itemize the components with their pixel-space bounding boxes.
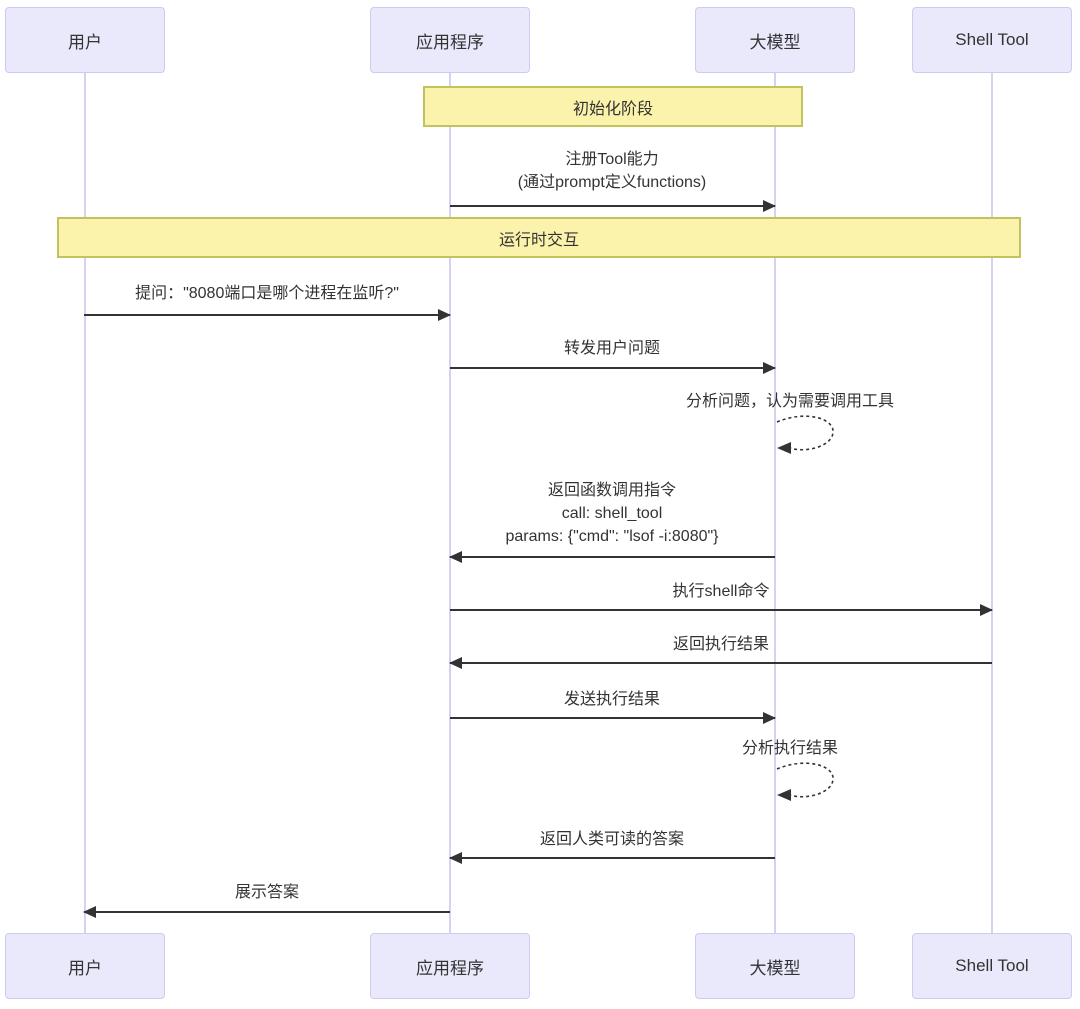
message-arrow bbox=[449, 852, 775, 864]
message-arrow bbox=[450, 362, 776, 374]
actor-llm-top: 大模型 bbox=[695, 7, 855, 73]
message-label: 分析执行结果 bbox=[741, 740, 839, 757]
actor-label: 应用程序 bbox=[416, 32, 484, 52]
actor-label: Shell Tool bbox=[955, 30, 1029, 49]
lifeline-app bbox=[449, 73, 451, 933]
message-arrow bbox=[83, 906, 450, 918]
message-arrow bbox=[449, 657, 992, 669]
message-arrow bbox=[84, 309, 451, 321]
banner-init-phase: 初始化阶段 bbox=[423, 86, 803, 127]
message-label: 转发用户问题 bbox=[563, 340, 661, 357]
actor-label: 用户 bbox=[68, 958, 102, 978]
actor-user-top: 用户 bbox=[5, 7, 165, 73]
arrowhead-right-icon bbox=[980, 604, 993, 616]
message-arrow bbox=[450, 712, 776, 724]
actor-label: 应用程序 bbox=[416, 958, 484, 978]
banner-runtime: 运行时交互 bbox=[57, 217, 1021, 258]
actor-app-bottom: 应用程序 bbox=[370, 933, 530, 999]
message-arrow bbox=[449, 551, 775, 563]
arrowhead-right-icon bbox=[438, 309, 451, 321]
message-arrow bbox=[450, 200, 776, 212]
arrowhead-right-icon bbox=[763, 712, 776, 724]
self-loop-icon bbox=[776, 762, 834, 801]
lifeline-shelltool bbox=[991, 73, 993, 933]
actor-app-top: 应用程序 bbox=[370, 7, 530, 73]
lifeline-llm bbox=[774, 73, 776, 933]
arrowhead-left-icon bbox=[83, 906, 96, 918]
actor-label: 大模型 bbox=[749, 32, 801, 52]
message-label: 返回函数调用指令 call: shell_tool params: {"cmd"… bbox=[505, 482, 719, 545]
lifeline-user bbox=[84, 73, 86, 933]
self-loop-icon bbox=[776, 415, 834, 454]
banner-label: 初始化阶段 bbox=[572, 100, 653, 118]
arrowhead-left-icon bbox=[449, 551, 462, 563]
actor-user-bottom: 用户 bbox=[5, 933, 165, 999]
message-arrow bbox=[450, 604, 993, 616]
actor-label: 用户 bbox=[68, 32, 102, 52]
actor-shelltool-top: Shell Tool bbox=[912, 7, 1072, 73]
actor-shelltool-bottom: Shell Tool bbox=[912, 933, 1072, 999]
message-label: 返回人类可读的答案 bbox=[539, 831, 685, 848]
arrowhead-right-icon bbox=[763, 200, 776, 212]
message-label: 分析问题，认为需要调用工具 bbox=[685, 393, 895, 410]
arrowhead-left-icon bbox=[449, 852, 462, 864]
message-label: 发送执行结果 bbox=[563, 691, 661, 708]
arrowhead-right-icon bbox=[763, 362, 776, 374]
actor-label: Shell Tool bbox=[955, 956, 1029, 975]
actor-llm-bottom: 大模型 bbox=[695, 933, 855, 999]
banner-label: 运行时交互 bbox=[498, 231, 579, 249]
arrowhead-left-icon bbox=[449, 657, 462, 669]
message-label: 展示答案 bbox=[234, 884, 300, 901]
message-label: 提问："8080端口是哪个进程在监听?" bbox=[135, 285, 399, 302]
message-label: 注册Tool能力 (通过prompt定义functions) bbox=[517, 151, 707, 191]
message-label: 返回执行结果 bbox=[672, 636, 770, 653]
message-label: 执行shell命令 bbox=[672, 583, 770, 600]
actor-label: 大模型 bbox=[749, 958, 801, 978]
